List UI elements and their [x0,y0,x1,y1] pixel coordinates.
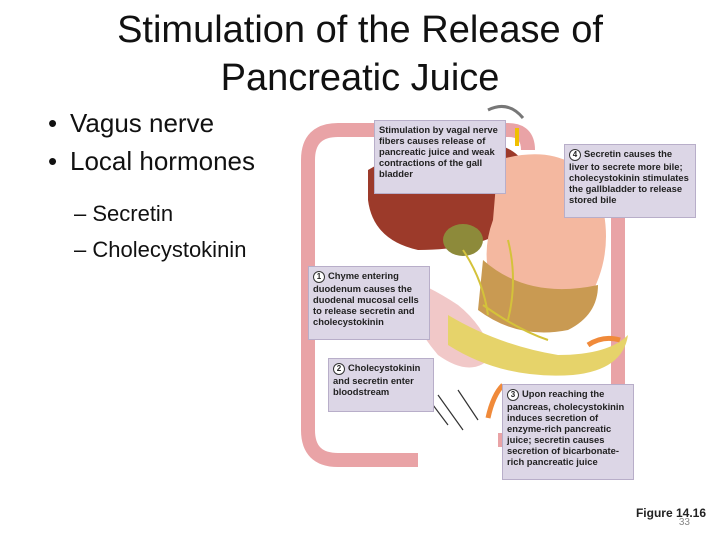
pancreatic-juice-figure: Stimulation by vagal nerve fibers causes… [298,100,710,480]
blood-vessel-left [301,160,418,467]
bullet-local-hormones: Local hormones [48,142,255,180]
callout-vagal-text: Stimulation by vagal nerve fibers causes… [379,124,498,179]
sub-bullet-list: – Secretin – Cholecystokinin [74,196,246,268]
slide-title-line-2: Pancreatic Juice [220,57,500,99]
hormone-arrow-1 [586,335,621,348]
step-4-number: 4 [569,149,581,161]
vagus-nerve [515,128,519,146]
gallbladder [443,224,483,256]
callout-vagal-stimulation: Stimulation by vagal nerve fibers causes… [374,120,506,194]
step-2-number: 2 [333,363,345,375]
pancreas [448,315,628,376]
page-number: 33 [678,517,690,528]
slide-title-line-1: Stimulation of the Release of [117,9,603,51]
slide-title: Stimulation of the Release of Pancreatic… [60,6,660,102]
sub-bullet-cholecystokinin: – Cholecystokinin [74,237,247,262]
callout-4-text: Secretin causes the liver to secrete mor… [569,148,689,205]
step-3-number: 3 [507,389,519,401]
sub-bullet-secretin: – Secretin [74,201,174,226]
bullet-vagus-nerve: Vagus nerve [48,104,255,142]
stomach-fundus [478,260,598,333]
bullet-list: Vagus nerve Local hormones [48,104,255,180]
hormone-arrow-2 [485,383,505,419]
callout-2-text: Cholecystokinin and secretin enter blood… [333,362,421,397]
callout-1-text: Chyme entering duodenum causes the duode… [313,270,419,327]
step-1-number: 1 [313,271,325,283]
figure-label: Figure 14.16 [635,506,706,520]
callout-3-text: Upon reaching the pancreas, cholecystoki… [507,388,625,467]
nerve-fibers [462,239,549,341]
vagal-arrow [487,104,525,119]
